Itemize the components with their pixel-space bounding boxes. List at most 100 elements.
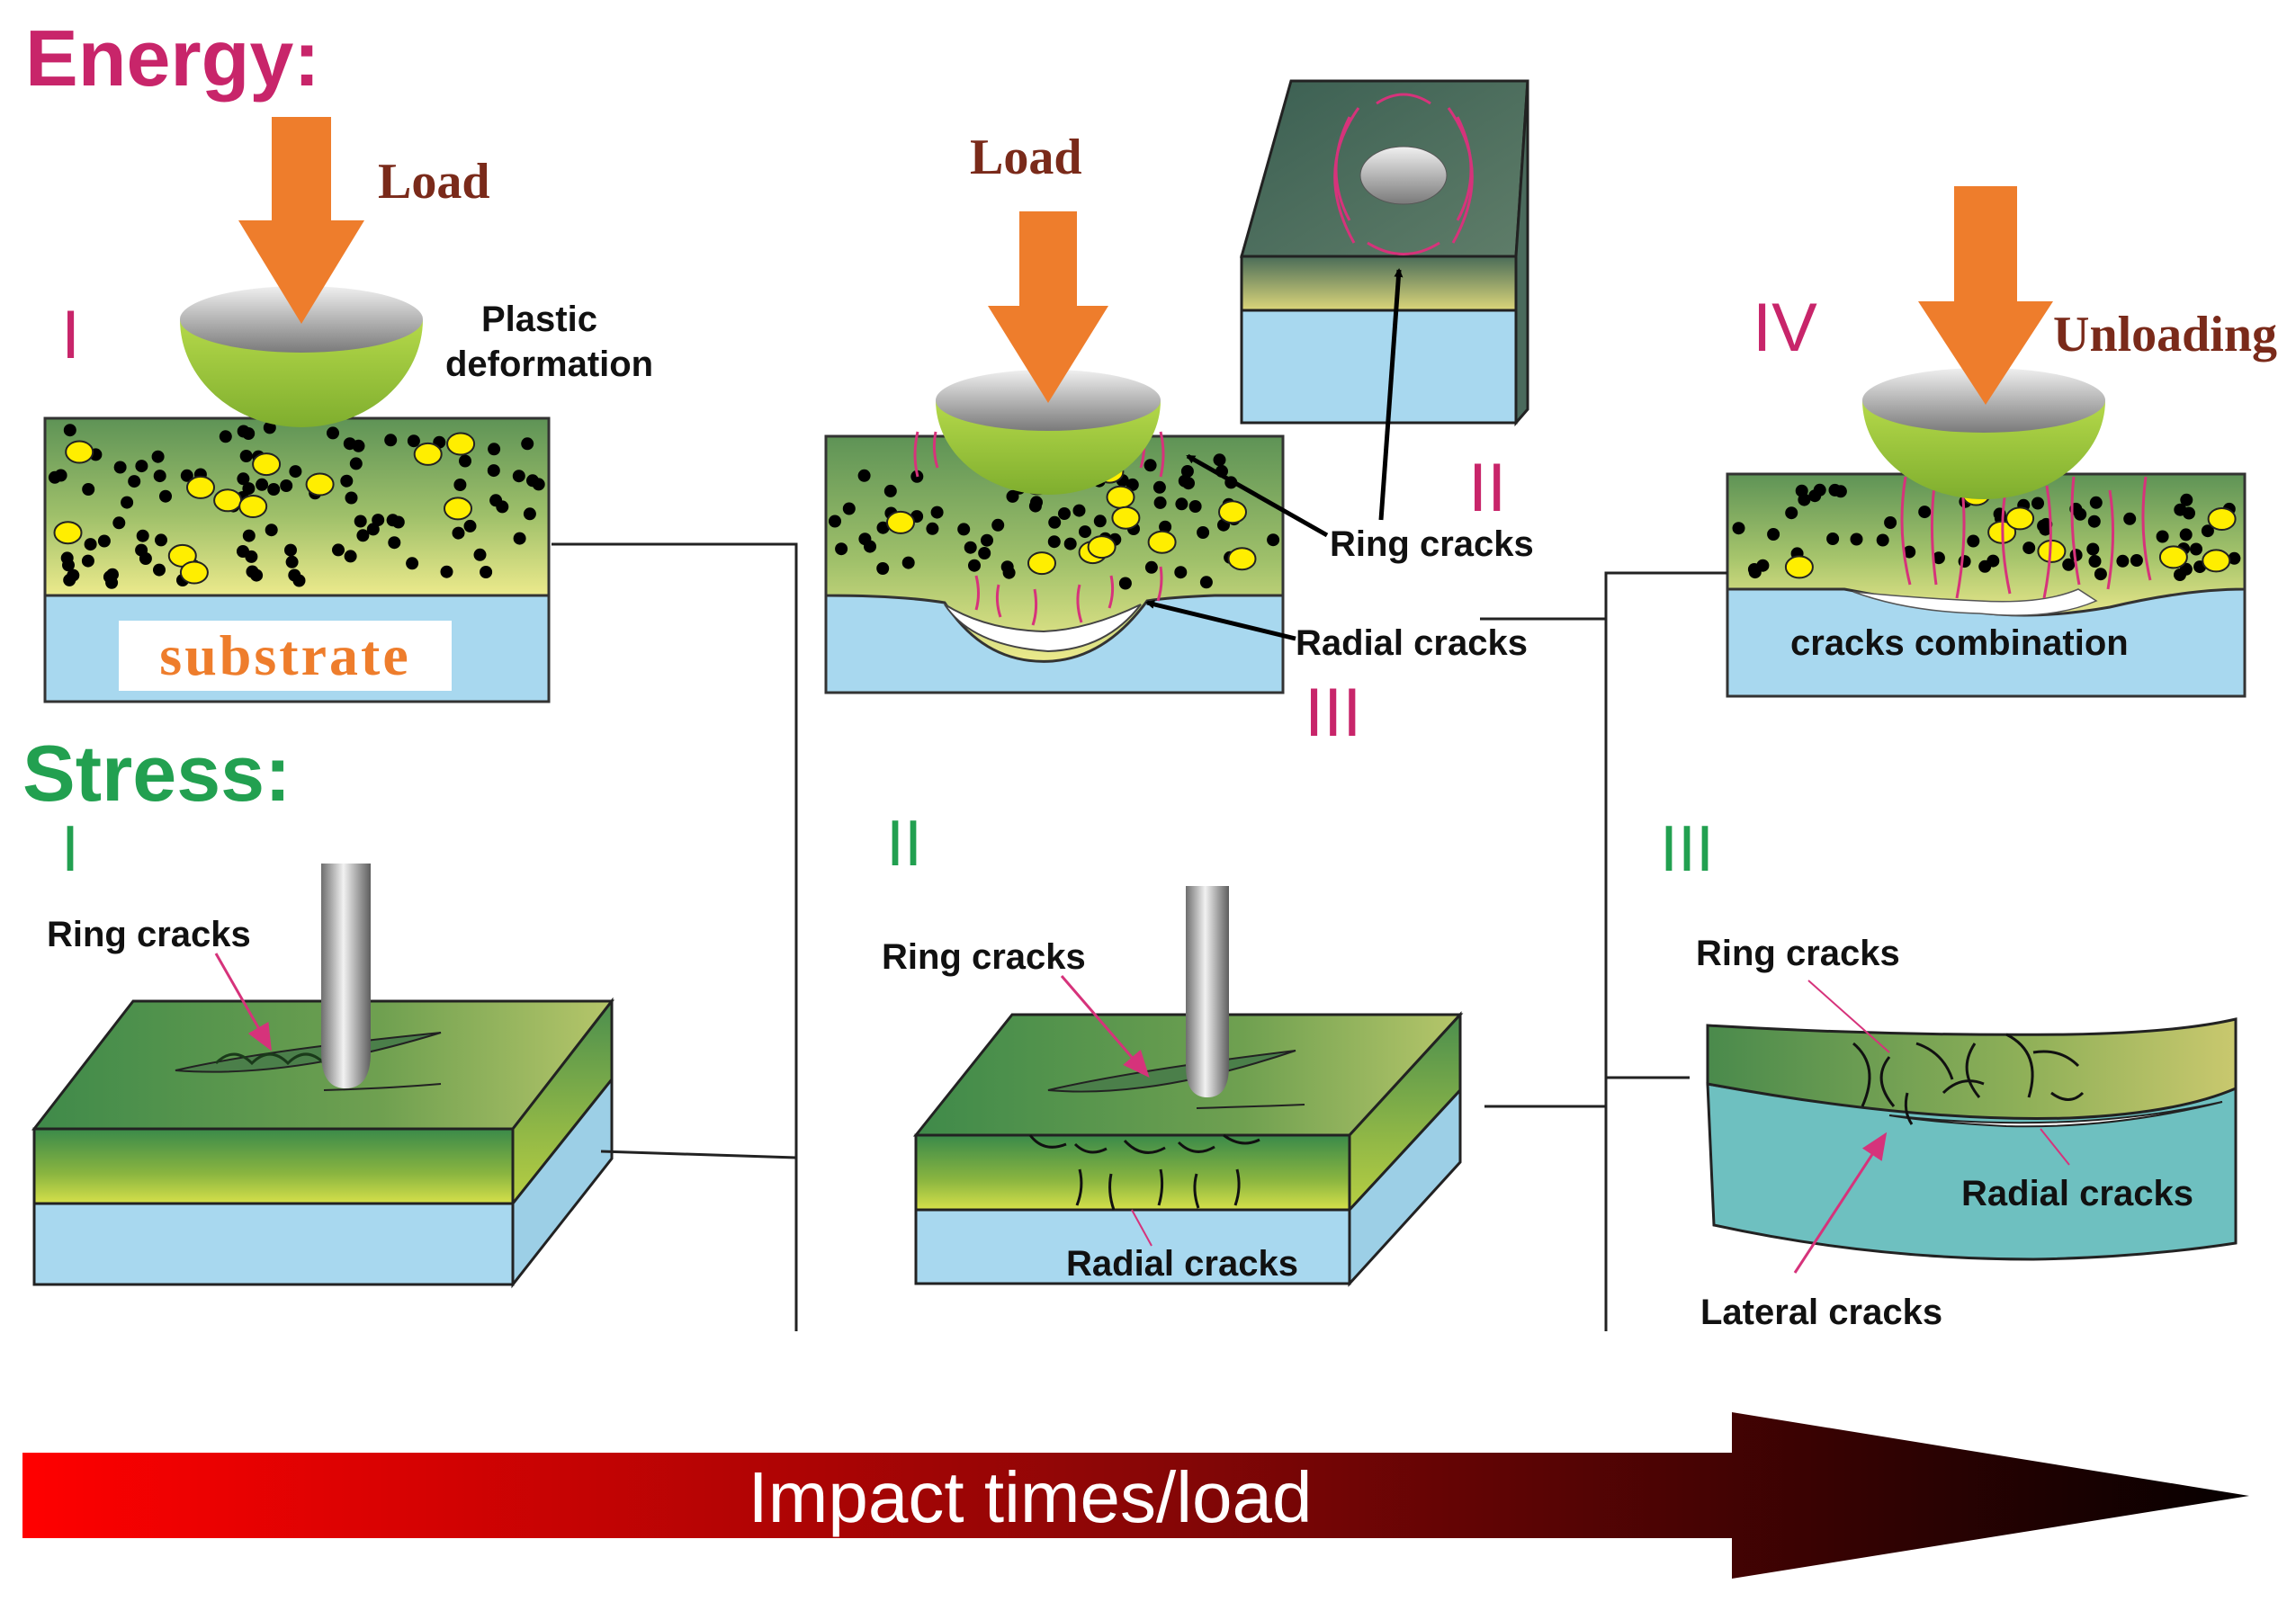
- black-particle: [1987, 554, 2000, 568]
- coating-layer: [824, 434, 1285, 663]
- block-front-coating: [32, 1127, 515, 1205]
- unloading-label: Unloading: [2053, 307, 2277, 362]
- black-particle: [159, 489, 172, 503]
- ring-cracks-label: Ring cracks: [1330, 524, 1534, 564]
- coating-particles: [1732, 482, 2241, 581]
- black-particle: [453, 479, 467, 491]
- block-side-substrate: [1348, 1087, 1462, 1287]
- scratch-tip: [1196, 1104, 1305, 1109]
- black-particle: [526, 474, 539, 488]
- black-particle: [1188, 500, 1202, 513]
- stage-numeral: II: [886, 808, 922, 880]
- black-particle: [289, 465, 302, 479]
- black-particle: [1058, 507, 1071, 520]
- black-particle: [487, 464, 500, 478]
- black-particle: [356, 529, 370, 542]
- plastic-label-line1: Plastic: [481, 300, 597, 339]
- block-front-substrate: [32, 1202, 515, 1286]
- black-particle: [1748, 566, 1762, 579]
- black-particle: [463, 519, 477, 533]
- black-particle: [835, 542, 848, 556]
- black-particle: [81, 554, 94, 568]
- stylus-tip: [1186, 1066, 1229, 1097]
- black-particle: [352, 439, 365, 452]
- pointer-ring-top: [1378, 268, 1404, 521]
- black-particle: [2183, 506, 2195, 520]
- black-particle: [1153, 496, 1167, 509]
- black-particle: [480, 566, 493, 578]
- stage-numeral: I: [61, 297, 80, 373]
- yellow-particle: [1227, 547, 1257, 571]
- black-particle: [384, 434, 398, 447]
- radial-crack-lines: [1028, 1133, 1260, 1211]
- black-particle: [48, 470, 61, 484]
- energy-stage-1: I substrate Load Plastic deformation: [43, 117, 653, 703]
- black-particle: [1828, 483, 1842, 497]
- yellow-particle: [446, 432, 476, 456]
- yellow-particle: [1087, 535, 1117, 559]
- black-particle: [1079, 525, 1091, 539]
- black-particle: [265, 524, 278, 537]
- black-particle: [280, 479, 293, 492]
- cracks-combination-label: cracks combination: [1790, 623, 2129, 663]
- stylus-tip: [321, 1052, 371, 1088]
- black-particle: [440, 565, 453, 578]
- yellow-particle: [179, 560, 209, 585]
- black-particle: [1813, 483, 1826, 497]
- black-particle: [103, 570, 116, 584]
- radial-cracks-label: Radial cracks: [1296, 623, 1528, 663]
- combined-crack-gaps: [1852, 588, 2098, 616]
- black-particle: [63, 573, 76, 586]
- black-particle: [489, 494, 503, 507]
- black-particle: [136, 529, 149, 542]
- yellow-particle: [1027, 551, 1056, 576]
- black-particle: [981, 533, 993, 547]
- black-particle: [2022, 541, 2036, 555]
- black-particle: [250, 568, 264, 582]
- pointer-radial: [1145, 600, 1296, 641]
- black-particle: [842, 502, 856, 515]
- black-particle: [512, 470, 525, 483]
- unload-arrow: [1918, 186, 2053, 405]
- yellow-particle: [444, 497, 472, 521]
- black-particle: [237, 425, 250, 438]
- black-particle: [829, 515, 841, 528]
- connector-lines: [552, 542, 1727, 1331]
- black-particle: [242, 529, 256, 542]
- ring-cracks-label: Ring cracks: [882, 937, 1086, 977]
- energy-stage-2-3: Load II III Ring cracks Radial cracks: [824, 79, 1534, 751]
- black-particle: [267, 483, 281, 496]
- scratch-track: [1047, 1050, 1296, 1093]
- black-particle: [113, 461, 127, 474]
- black-particle: [2116, 554, 2130, 568]
- radial-cracks-pointer: [2040, 1128, 2070, 1166]
- lateral-crack-gap: [1888, 1101, 2223, 1128]
- black-particle: [112, 516, 126, 530]
- black-particle: [63, 424, 76, 437]
- black-particle: [473, 548, 487, 561]
- scratch-track: [175, 1032, 442, 1073]
- stage-numeral: IV: [1753, 290, 1817, 366]
- black-particle: [978, 547, 991, 559]
- stress-stage-2: II Ring cracks Radial cracks: [882, 808, 1464, 1287]
- black-particle: [406, 557, 419, 570]
- black-particle: [407, 434, 420, 448]
- black-particle: [1048, 515, 1062, 529]
- black-particle: [964, 541, 977, 554]
- black-particle: [1197, 526, 1210, 539]
- black-particle: [1126, 478, 1139, 491]
- black-particle: [386, 514, 399, 527]
- yellow-particle: [2207, 507, 2237, 531]
- black-particle: [2201, 524, 2214, 538]
- black-particle: [155, 533, 167, 547]
- black-particle: [2180, 493, 2193, 506]
- ring-crack-texture: [214, 1052, 326, 1066]
- black-particle: [82, 483, 95, 496]
- yellow-particle: [413, 442, 443, 466]
- black-particle: [1213, 453, 1226, 467]
- black-particle: [1030, 496, 1043, 509]
- black-particle: [513, 532, 526, 545]
- black-particle: [459, 454, 471, 468]
- ring-cracks-pointer: [1060, 975, 1150, 1078]
- black-particle: [930, 506, 944, 519]
